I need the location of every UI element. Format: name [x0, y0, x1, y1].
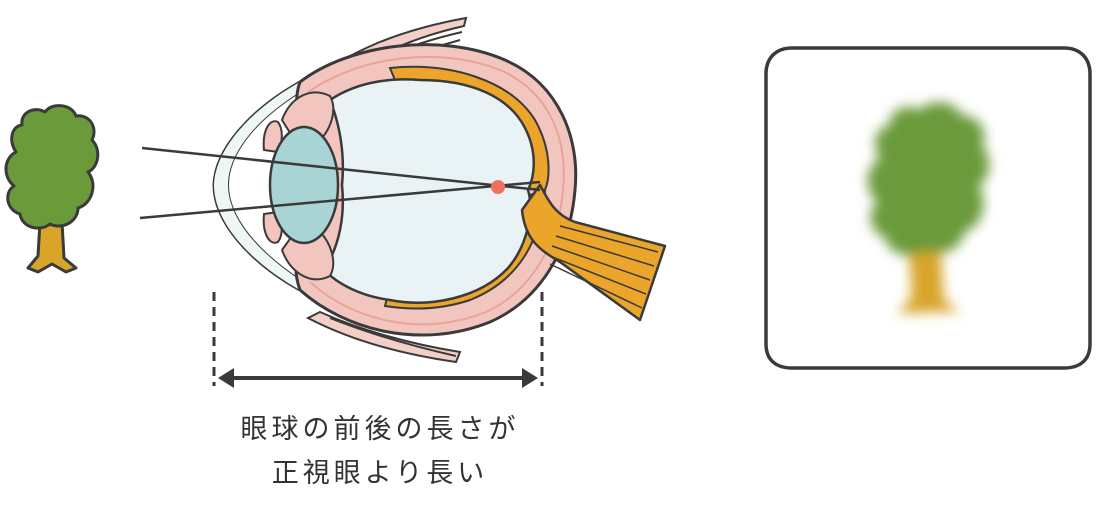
arrow-left-head	[218, 368, 234, 388]
light-ray-upper	[141, 146, 541, 192]
arrow-right-head	[522, 368, 538, 388]
tree-leaves	[4, 104, 100, 230]
caption: 眼球の前後の長さが 正視眼より長い	[150, 408, 610, 496]
eye-cross-section-icon	[139, 43, 667, 337]
optic-nerve	[520, 183, 667, 322]
blurred-tree-icon	[867, 102, 990, 314]
lens	[268, 125, 340, 245]
tree-icon	[4, 104, 100, 274]
tree-trunk	[26, 220, 78, 274]
axial-length-indicator	[212, 292, 544, 388]
caption-line-1: 眼球の前後の長さが	[240, 414, 520, 445]
light-ray-lower	[139, 180, 541, 220]
nerve-fibers	[549, 225, 659, 309]
blurred-view-panel	[764, 46, 1092, 370]
lower-eyelid-icon	[305, 310, 462, 364]
caption-line-2: 正視眼より長い	[271, 458, 489, 489]
focal-point	[491, 180, 505, 194]
